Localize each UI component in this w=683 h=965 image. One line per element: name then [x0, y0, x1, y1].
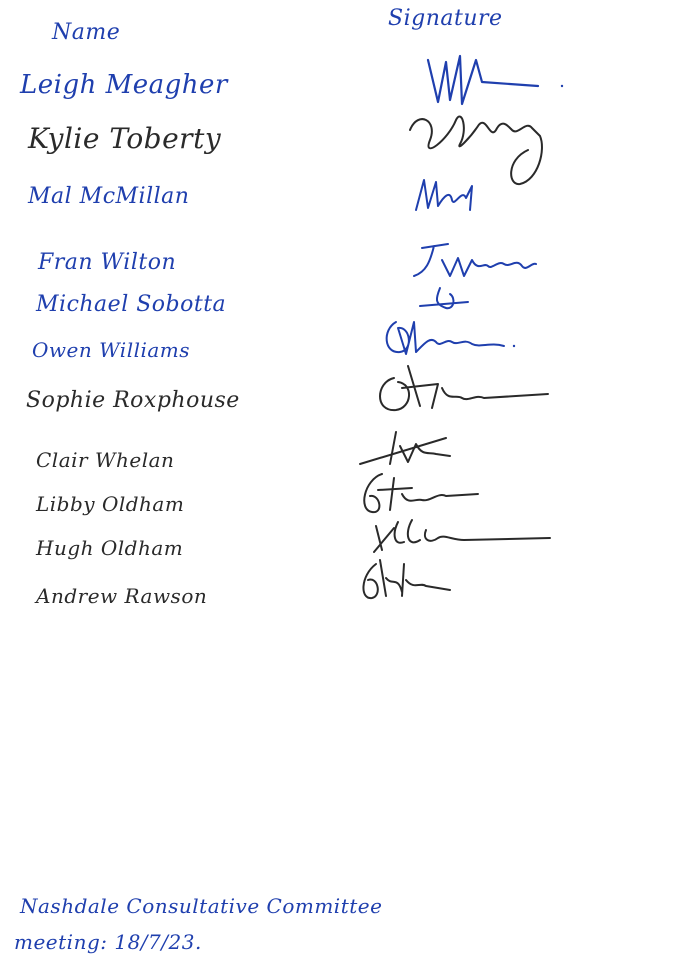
signature-scribble	[356, 428, 456, 470]
attendee-name: Mal McMillan	[28, 184, 190, 209]
signature-scribble	[372, 516, 557, 560]
attendee-name: Libby Oldham	[36, 492, 185, 516]
meeting-title: Nashdale Consultative Committee	[20, 894, 383, 918]
signature-scribble	[410, 284, 480, 314]
signature-scribble	[408, 242, 548, 282]
signature-column-header: Signature	[388, 6, 503, 31]
attendee-name: Andrew Rawson	[36, 584, 208, 608]
signature-scribble	[350, 470, 490, 518]
attendee-name: Leigh Meagher	[20, 70, 228, 100]
attendee-name: Hugh Oldham	[36, 536, 184, 560]
signature-scribble	[408, 100, 558, 190]
meeting-date: meeting: 18/7/23.	[14, 930, 202, 954]
signature-scribble	[380, 316, 520, 360]
attendee-name: Michael Sobotta	[36, 292, 227, 317]
name-column-header: Name	[52, 20, 121, 45]
signature-scribble	[372, 358, 552, 418]
signature-scribble	[420, 52, 570, 112]
signature-scribble	[414, 176, 484, 216]
attendee-name: Sophie Roxphouse	[26, 388, 240, 413]
signature-scribble	[356, 556, 456, 606]
attendee-name: Clair Whelan	[36, 448, 175, 472]
attendee-name: Fran Wilton	[38, 250, 177, 275]
attendee-name: Owen Williams	[32, 338, 191, 362]
attendee-name: Kylie Toberty	[28, 122, 222, 155]
